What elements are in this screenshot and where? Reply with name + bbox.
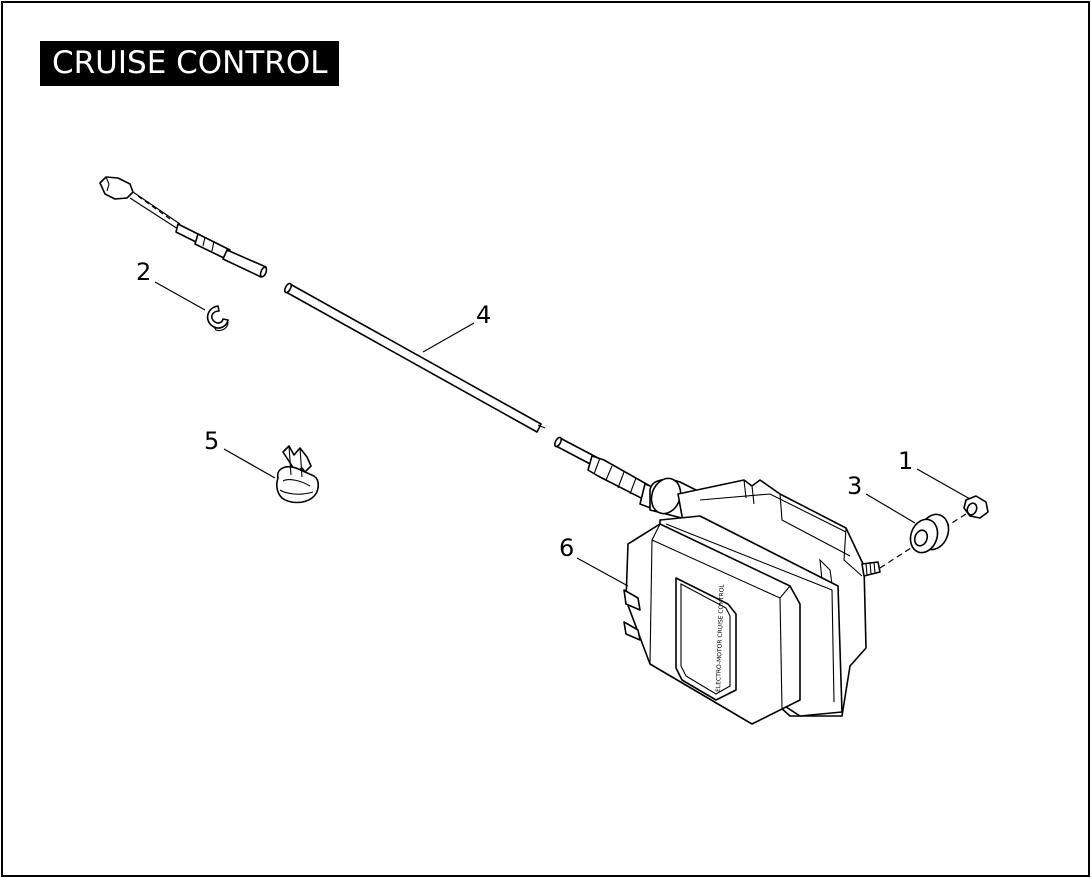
leader-line-3	[865, 493, 916, 524]
callout-5: 5	[204, 427, 219, 455]
leader-line-5	[223, 448, 276, 479]
callout-1: 1	[898, 447, 913, 475]
leader-line-2	[154, 281, 206, 311]
callout-2: 2	[136, 258, 151, 286]
leader-line-6	[576, 557, 629, 587]
leader-line-4	[422, 322, 475, 353]
cable-conduit-part	[283, 282, 546, 433]
retaining-clip-part	[206, 305, 229, 332]
nut-part	[963, 495, 989, 519]
cable-clip-part	[276, 445, 320, 504]
callout-6: 6	[559, 534, 574, 562]
module-label-text: ELECTRO-MOTOR CRUISE CONTROL	[715, 584, 726, 693]
callout-3: 3	[847, 472, 862, 500]
cable-end-fitting	[99, 176, 268, 278]
cruise-module-part	[553, 436, 881, 725]
grommet-part	[909, 513, 950, 554]
alignment-line-washer	[879, 545, 915, 569]
callout-4: 4	[476, 301, 491, 329]
page-title: CRUISE CONTROL	[40, 41, 339, 86]
leader-line-1	[916, 468, 971, 500]
